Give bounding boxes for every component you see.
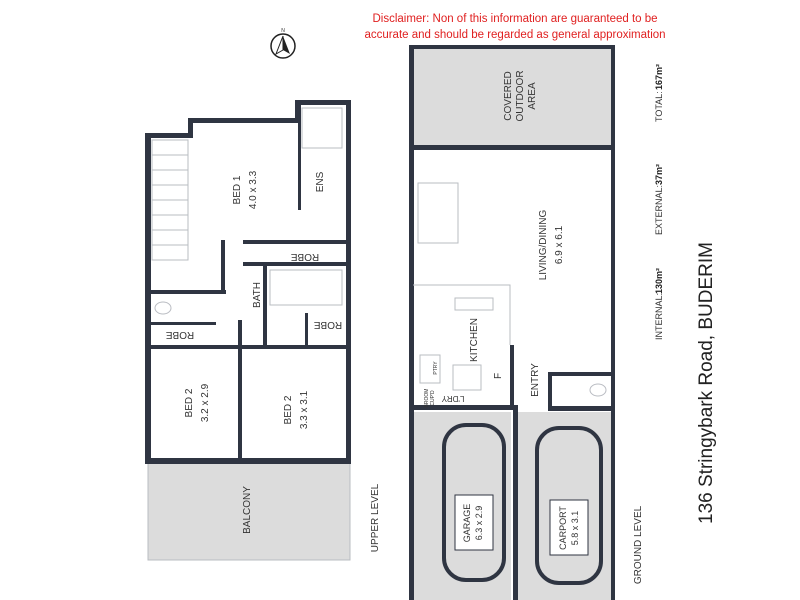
total-value: 167m² (654, 64, 664, 90)
ens-label: ENS (315, 171, 326, 192)
fridge-label: F (493, 373, 504, 379)
internal-value: 130m² (654, 268, 664, 294)
robe3-label: ROBE (166, 329, 195, 340)
disclaimer-line-2: accurate and should be regarded as gener… (364, 29, 665, 41)
robe1-label: ROBE (291, 251, 320, 262)
disclaimer-line-1: Disclaimer: Non of this information are … (372, 13, 657, 25)
ground-level-plan: COVERED OUTDOOR AREA LIVING/DINING 6.9 x… (409, 45, 644, 600)
balcony-label: BALCONY (242, 486, 253, 534)
total-label: TOTAL: (654, 91, 664, 122)
external-label: EXTERNAL: (654, 185, 664, 235)
internal-label: INTERNAL: (654, 293, 664, 340)
living-name: LIVING/DINING (538, 210, 549, 281)
area-summary: INTERNAL: 130m² EXTERNAL: 37m² TOTAL: 16… (654, 64, 664, 340)
upper-level-label: UPPER LEVEL (370, 483, 381, 552)
car-icon (442, 423, 506, 582)
entry-label: ENTRY (530, 363, 541, 397)
ground-level-label: GROUND LEVEL (633, 505, 644, 584)
kitchen-label: KITCHEN (469, 318, 480, 362)
bed2a-size: 3.2 x 2.9 (200, 383, 211, 422)
garage-size: 6.3 x 2.9 (474, 506, 484, 541)
garage-name: GARAGE (462, 504, 472, 543)
bed1-name: BED 1 (232, 175, 243, 204)
bed2b-size: 3.3 x 3.1 (299, 390, 310, 429)
outdoor-line2: OUTDOOR (515, 70, 526, 121)
bath-label: BATH (252, 282, 263, 308)
outdoor-line1: COVERED (503, 71, 514, 120)
carport-size: 5.8 x 3.1 (570, 511, 580, 546)
bed2b-name: BED 2 (283, 395, 294, 424)
north-label: N (281, 28, 285, 34)
north-arrow-icon: N (270, 28, 296, 59)
balcony-area (148, 460, 350, 560)
robe2-label: ROBE (314, 319, 343, 330)
bed1-size: 4.0 x 3.3 (248, 170, 259, 209)
outdoor-line3: AREA (527, 82, 538, 110)
broom-line2: CUP'D (430, 390, 436, 406)
carport-name: CARPORT (558, 506, 568, 550)
laundry-label: L'DRY (441, 394, 464, 403)
covered-outdoor-area (413, 48, 612, 146)
car-icon (535, 426, 603, 585)
living-size: 6.9 x 6.1 (554, 225, 565, 264)
upper-level-plan: BED 1 4.0 x 3.3 ENS ROBE BATH ROBE ROBE … (145, 100, 381, 561)
property-address: 136 Stringybark Road, BUDERIM (696, 242, 717, 524)
pantry-label: PTRY (433, 361, 439, 375)
bed2a-name: BED 2 (184, 388, 195, 417)
broom-line1: BROOM (424, 389, 430, 408)
external-value: 37m² (654, 164, 664, 185)
